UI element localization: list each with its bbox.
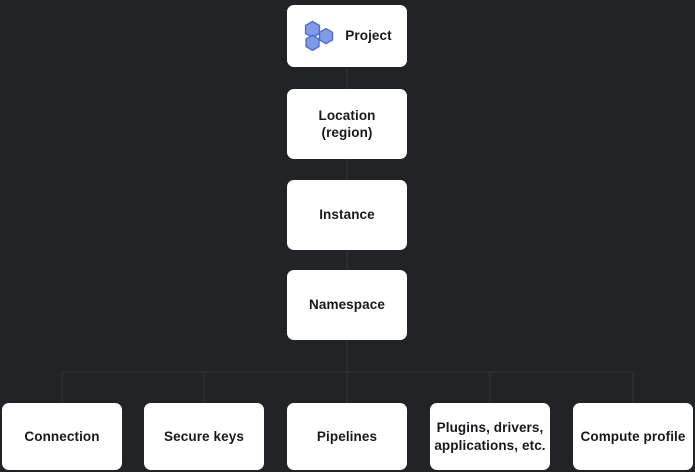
hexagon-cluster-icon <box>302 19 336 53</box>
location-node-label: Location (region) <box>318 107 376 140</box>
pipelines-node-label: Pipelines <box>316 428 378 444</box>
location-node[interactable]: Location (region) <box>287 89 407 159</box>
compute-profile-node-label: Compute profile <box>580 428 686 444</box>
connection-node[interactable]: Connection <box>2 403 122 470</box>
plugins-node[interactable]: Plugins, drivers, applications, etc. <box>430 403 550 470</box>
connection-node-label: Connection <box>24 428 100 444</box>
project-node-label: Project <box>345 28 392 44</box>
compute-profile-node[interactable]: Compute profile <box>573 403 693 470</box>
instance-node-label: Instance <box>319 207 375 223</box>
secure-keys-node-label: Secure keys <box>164 428 244 444</box>
namespace-node[interactable]: Namespace <box>287 270 407 340</box>
pipelines-node[interactable]: Pipelines <box>287 403 407 470</box>
namespace-node-label: Namespace <box>309 297 385 313</box>
plugins-node-label: Plugins, drivers, applications, etc. <box>434 420 546 453</box>
project-node[interactable]: Project <box>287 5 407 67</box>
instance-node[interactable]: Instance <box>287 180 407 250</box>
secure-keys-node[interactable]: Secure keys <box>144 403 264 470</box>
